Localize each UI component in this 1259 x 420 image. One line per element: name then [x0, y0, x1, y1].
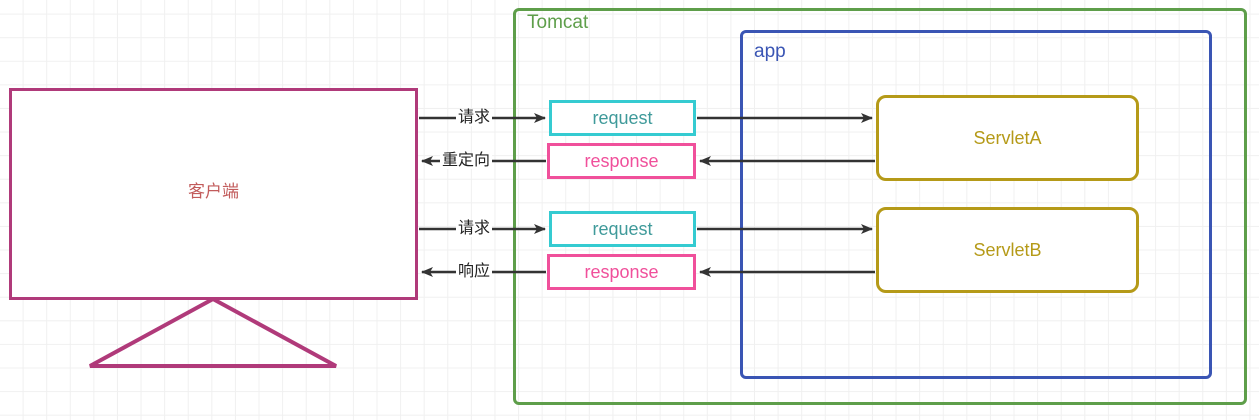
- response-box-2[interactable]: response: [547, 254, 696, 290]
- client-label: 客户端: [188, 182, 239, 201]
- edge-label-request-2: 请求: [456, 220, 493, 237]
- edge-label-request-1: 请求: [456, 109, 493, 126]
- app-container-label: app: [754, 41, 786, 62]
- request-box-2[interactable]: request: [549, 211, 696, 247]
- tomcat-container-label: Tomcat: [527, 12, 589, 33]
- client-monitor-stand-icon: [89, 297, 337, 368]
- edge-label-response-2: 响应: [456, 263, 493, 280]
- servlet-b-box[interactable]: ServletB: [876, 207, 1139, 293]
- servlet-a-box[interactable]: ServletA: [876, 95, 1139, 181]
- response-box-1[interactable]: response: [547, 143, 696, 179]
- request-box-1[interactable]: request: [549, 100, 696, 136]
- edge-label-redirect-1: 重定向: [440, 152, 493, 169]
- tomcat-container[interactable]: [513, 8, 1247, 405]
- app-container[interactable]: [740, 30, 1212, 379]
